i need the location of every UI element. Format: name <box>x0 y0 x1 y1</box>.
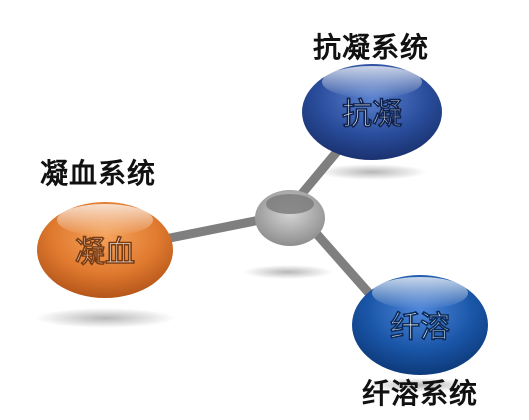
hub-top <box>266 194 314 214</box>
anticoagulation-system-label: 抗凝系统 <box>313 31 430 64</box>
connector-coagulation <box>155 215 265 245</box>
coagulation-label: 凝血 <box>75 235 135 270</box>
anticoagulation-label: 抗凝 <box>342 97 403 132</box>
coagulation-shadow <box>35 308 175 328</box>
coagulation-gloss <box>57 204 153 236</box>
coagulation-node[interactable]: 凝血 <box>37 202 173 298</box>
connector-fibrinolysis <box>310 227 380 305</box>
coagulation-system-label: 凝血系统 <box>40 157 157 190</box>
fibrinolysis-label: 纤溶 <box>390 310 450 345</box>
hub-shadow <box>243 265 333 279</box>
hub-node <box>255 190 325 246</box>
fibrinolysis-gloss <box>372 277 468 309</box>
fibrinolysis-node[interactable]: 纤溶 <box>352 275 488 375</box>
fibrinolysis-system-label: 纤溶系统 <box>362 377 479 410</box>
anticoagulation-shadow <box>317 164 427 180</box>
fibrinolysis-shadow <box>365 378 475 392</box>
anticoagulation-node[interactable]: 抗凝 <box>302 64 442 160</box>
anticoagulation-gloss <box>322 66 422 98</box>
